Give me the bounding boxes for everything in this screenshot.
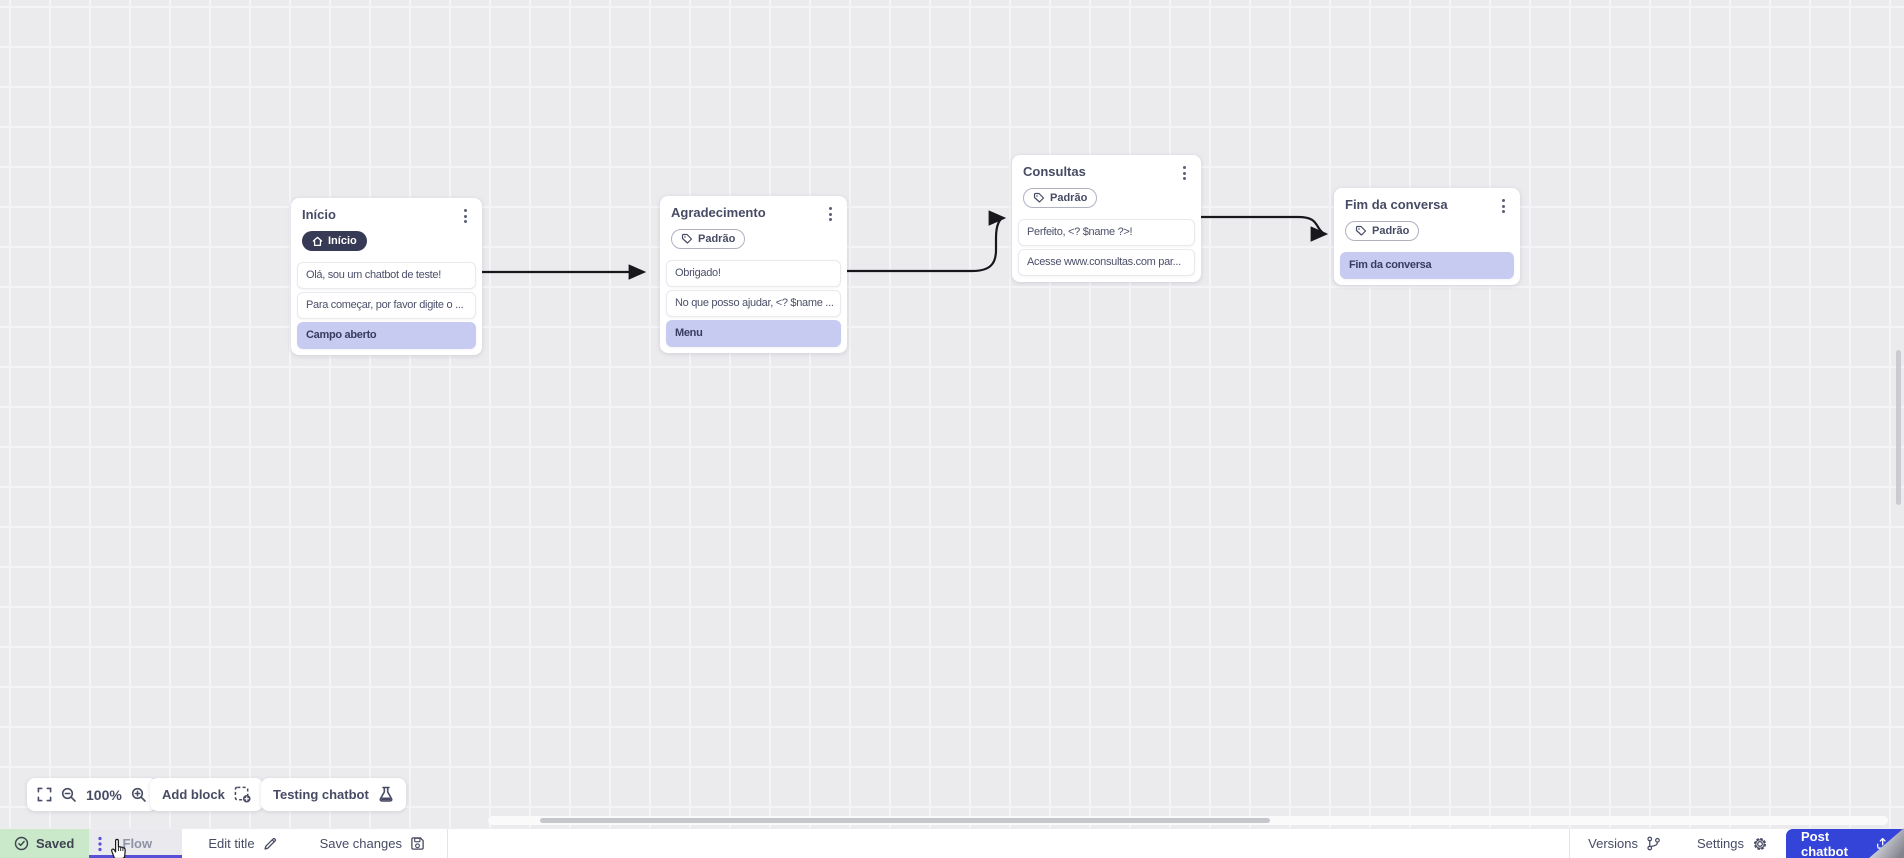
gear-icon bbox=[1754, 837, 1766, 850]
action-row[interactable]: Menu bbox=[666, 320, 841, 347]
message-row[interactable]: Obrigado! bbox=[666, 260, 841, 287]
post-chatbot-label: Post chatbot bbox=[1801, 828, 1848, 858]
node-menu-icon[interactable] bbox=[1180, 164, 1189, 182]
zoom-in-button[interactable] bbox=[131, 787, 147, 803]
saved-label: Saved bbox=[36, 836, 75, 851]
tag-icon bbox=[1033, 192, 1045, 203]
message-row[interactable]: Olá, sou um chatbot de teste! bbox=[297, 262, 476, 289]
node-badge: Padrão bbox=[1345, 221, 1420, 241]
action-row[interactable]: Campo aberto bbox=[297, 322, 476, 349]
node-badge: Padrão bbox=[671, 229, 746, 249]
versions-button[interactable]: Versions bbox=[1570, 829, 1679, 858]
node-badge: Início bbox=[302, 231, 367, 251]
settings-button[interactable]: Settings bbox=[1679, 829, 1786, 858]
saved-status-badge: Saved bbox=[0, 829, 90, 858]
bottom-bar: Saved Flow Edit title Save changes Versi… bbox=[0, 828, 1904, 858]
post-chatbot-button[interactable]: Post chatbot bbox=[1786, 829, 1904, 858]
node-fim-da-conversa[interactable]: Fim da conversa Padrão Fim da conversa bbox=[1334, 188, 1520, 285]
tab-flow[interactable]: Flow bbox=[89, 829, 183, 858]
message-row[interactable]: Para começar, por favor digite o ... bbox=[297, 292, 476, 319]
flow-tab-active-underline bbox=[89, 855, 183, 858]
testing-chatbot-label: Testing chatbot bbox=[273, 787, 369, 802]
fullscreen-icon bbox=[37, 787, 52, 802]
message-row[interactable]: No que posso ajudar, <? $name ... bbox=[666, 290, 841, 317]
action-row[interactable]: Fim da conversa bbox=[1340, 252, 1514, 279]
node-menu-icon[interactable] bbox=[461, 207, 470, 225]
flask-icon bbox=[379, 786, 393, 802]
save-icon bbox=[411, 837, 424, 850]
add-block-button[interactable]: Add block bbox=[150, 778, 263, 811]
edit-title-button[interactable]: Edit title bbox=[196, 829, 289, 858]
branch-icon bbox=[1647, 836, 1660, 851]
node-title: Início bbox=[302, 207, 336, 222]
node-consultas[interactable]: Consultas Padrão Perfeito, <? $name ?>! … bbox=[1012, 155, 1201, 282]
save-changes-button[interactable]: Save changes bbox=[308, 829, 437, 858]
pencil-icon bbox=[263, 837, 276, 850]
horizontal-scrollbar-track[interactable] bbox=[488, 816, 1888, 825]
save-changes-label: Save changes bbox=[319, 836, 402, 851]
testing-chatbot-button[interactable]: Testing chatbot bbox=[261, 778, 406, 811]
message-row[interactable]: Acesse www.consultas.com par... bbox=[1018, 249, 1195, 276]
flow-tab-label: Flow bbox=[122, 836, 153, 851]
horizontal-scrollbar-thumb[interactable] bbox=[540, 818, 1270, 823]
tag-icon bbox=[681, 233, 693, 244]
node-inicio[interactable]: Início Início Olá, sou um chatbot de tes… bbox=[291, 198, 482, 355]
versions-label: Versions bbox=[1588, 836, 1639, 851]
upload-icon bbox=[1876, 837, 1888, 849]
message-row[interactable]: Perfeito, <? $name ?>! bbox=[1018, 219, 1195, 246]
edit-title-label: Edit title bbox=[208, 836, 255, 851]
settings-label: Settings bbox=[1697, 836, 1744, 851]
node-title: Fim da conversa bbox=[1345, 197, 1448, 212]
check-circle-icon bbox=[14, 836, 29, 851]
tag-icon bbox=[1355, 225, 1367, 236]
node-agradecimento[interactable]: Agradecimento Padrão Obrigado! No que po… bbox=[660, 196, 847, 353]
flow-canvas[interactable]: Início Início Olá, sou um chatbot de tes… bbox=[0, 0, 1904, 828]
canvas-zoom-controls: 100% bbox=[27, 778, 157, 811]
node-menu-icon[interactable] bbox=[1499, 197, 1508, 215]
add-block-icon bbox=[234, 786, 251, 803]
zoom-out-icon bbox=[61, 787, 76, 802]
node-menu-icon[interactable] bbox=[826, 205, 835, 223]
home-icon bbox=[312, 236, 323, 246]
bottom-bar-spacer bbox=[448, 829, 1569, 858]
node-title: Agradecimento bbox=[671, 205, 766, 220]
zoom-out-button[interactable] bbox=[61, 787, 77, 803]
add-block-label: Add block bbox=[162, 787, 225, 802]
node-badge: Padrão bbox=[1023, 188, 1098, 208]
zoom-level: 100% bbox=[86, 786, 122, 803]
bottom-bar-divider bbox=[1569, 829, 1571, 858]
node-title: Consultas bbox=[1023, 164, 1086, 179]
fullscreen-button[interactable] bbox=[37, 787, 52, 802]
bottom-bar-divider bbox=[446, 829, 448, 858]
drag-handle-icon[interactable] bbox=[98, 836, 102, 852]
vertical-scrollbar-thumb[interactable] bbox=[1896, 350, 1901, 505]
zoom-in-icon bbox=[131, 787, 146, 802]
